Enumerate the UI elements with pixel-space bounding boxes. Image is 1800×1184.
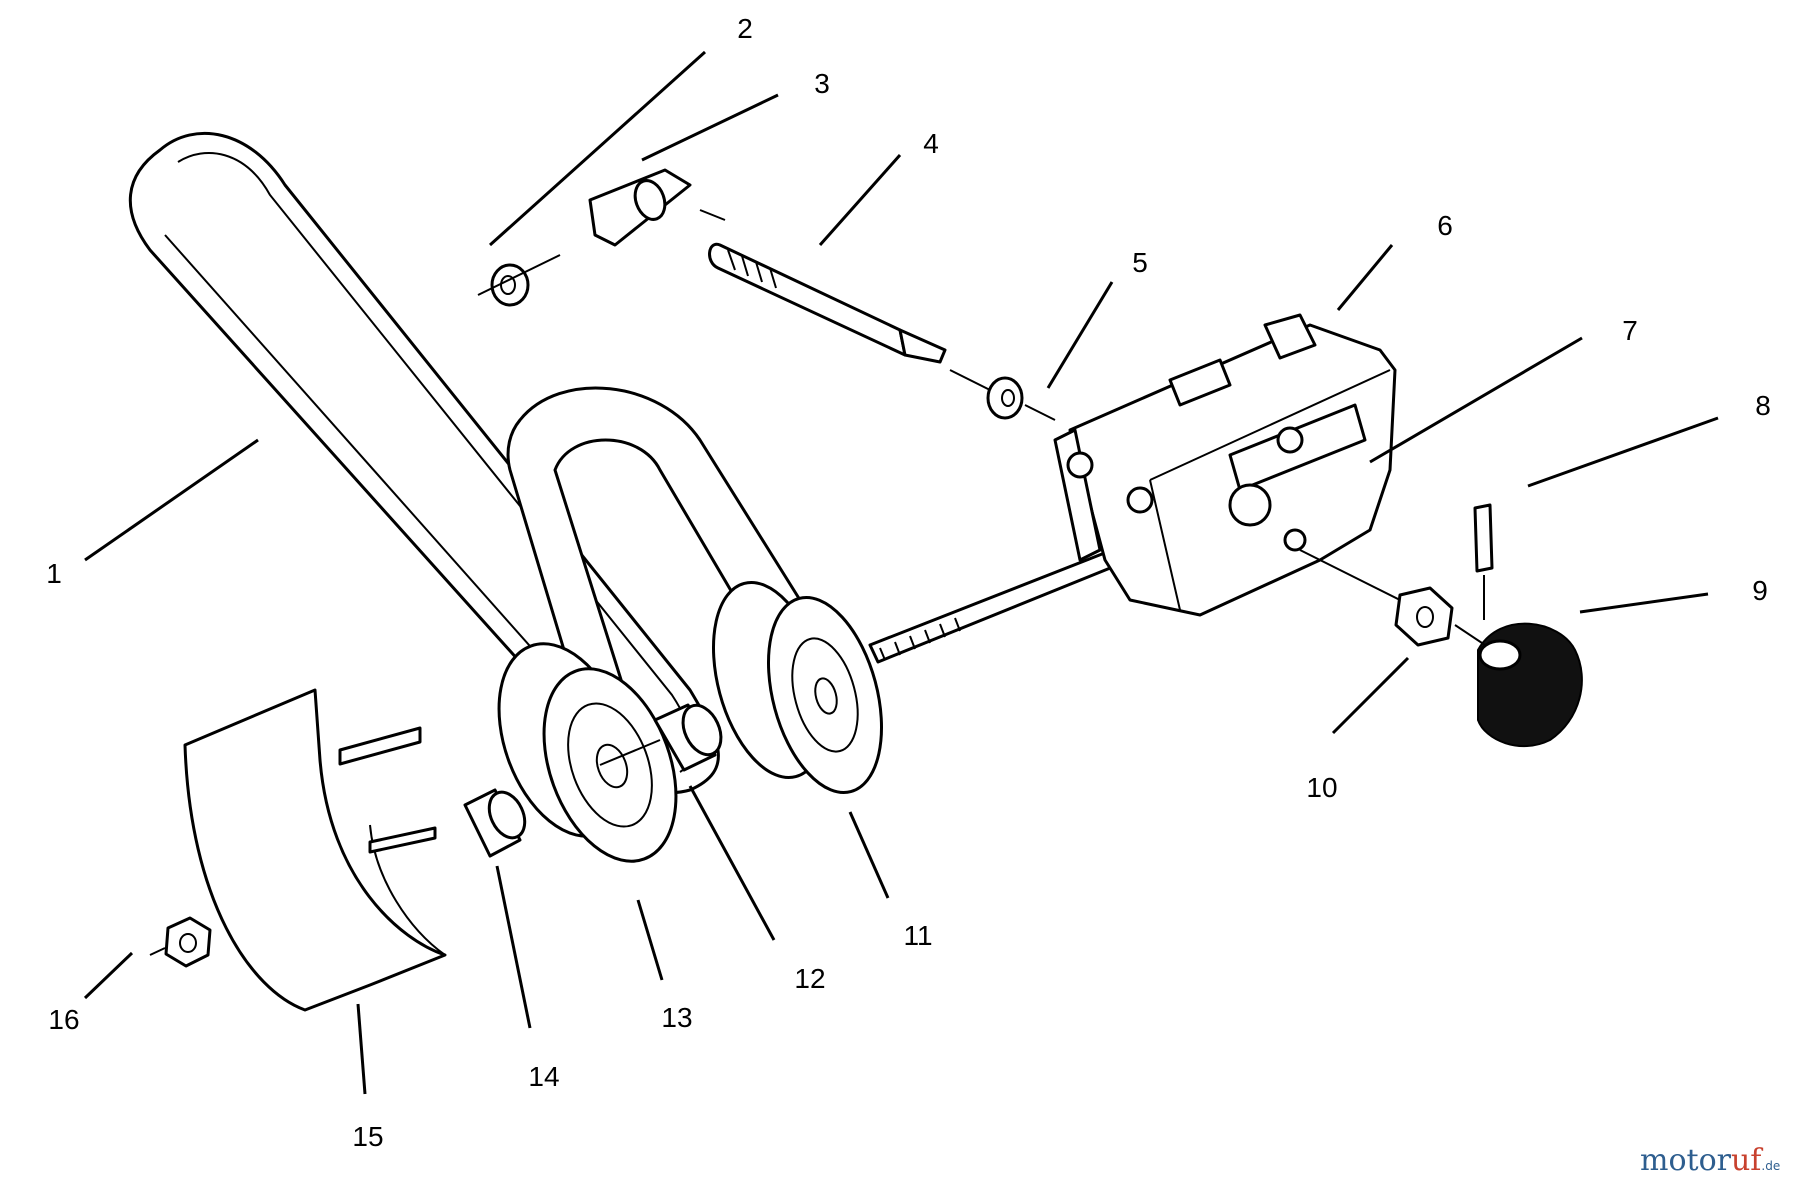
roll-pin — [1473, 503, 1494, 573]
nut-10 — [1394, 586, 1454, 647]
callout-10: 10 — [1306, 772, 1337, 803]
nut-16 — [164, 916, 212, 968]
leader-lines — [83, 50, 1719, 1095]
leader-7 — [1369, 336, 1583, 464]
callout-14: 14 — [528, 1061, 559, 1092]
leader-14 — [495, 865, 532, 1029]
leader-16 — [83, 951, 134, 1000]
assembly-lines — [149, 209, 1486, 956]
callout-8: 8 — [1755, 390, 1771, 421]
watermark-part-a: motor — [1640, 1143, 1732, 1178]
adjusting-knob — [1477, 622, 1583, 748]
callout-9: 9 — [1752, 575, 1768, 606]
spacer-14 — [463, 788, 527, 858]
callout-3: 3 — [814, 68, 830, 99]
threaded-shaft — [868, 543, 1132, 664]
drive-pulley — [711, 580, 884, 795]
leader-1 — [84, 438, 259, 562]
pivot-pin — [708, 242, 947, 364]
leader-4 — [818, 154, 902, 246]
leader-6 — [1336, 244, 1394, 311]
leader-9 — [1579, 592, 1709, 614]
watermark-part-b: uf — [1731, 1143, 1763, 1178]
callout-6: 6 — [1437, 210, 1453, 241]
belt-guard — [183, 688, 447, 1012]
callout-12: 12 — [794, 963, 825, 994]
leader-3 — [641, 93, 779, 162]
callout-2: 2 — [737, 13, 753, 44]
callout-16: 16 — [48, 1004, 79, 1035]
leader-15 — [356, 1003, 367, 1095]
callout-4: 4 — [923, 128, 939, 159]
callout-labels: 1 2 3 4 5 6 7 8 9 10 11 12 13 14 15 16 — [46, 13, 1771, 1152]
spacer-12 — [653, 703, 723, 772]
leader-12 — [688, 785, 776, 941]
callout-1: 1 — [46, 558, 62, 589]
watermark-part-c: .de — [1761, 1159, 1780, 1173]
callout-7: 7 — [1622, 315, 1638, 346]
leader-10 — [1331, 656, 1410, 735]
leader-11 — [848, 811, 890, 899]
watermark-logo: motoruf.de — [1640, 1143, 1780, 1178]
svg-text:motoruf.de: motoruf.de — [1640, 1143, 1780, 1178]
leader-13 — [636, 899, 664, 981]
leader-8 — [1527, 416, 1719, 488]
callout-5: 5 — [1132, 247, 1148, 278]
leader-5 — [1046, 281, 1114, 389]
leader-2 — [488, 50, 707, 247]
washer-5 — [986, 376, 1024, 420]
callout-15: 15 — [352, 1121, 383, 1152]
gear-housing — [1053, 313, 1397, 617]
double-pulley — [497, 642, 678, 863]
eyebolt — [588, 168, 692, 247]
callout-13: 13 — [661, 1002, 692, 1033]
callout-11: 11 — [903, 920, 932, 951]
